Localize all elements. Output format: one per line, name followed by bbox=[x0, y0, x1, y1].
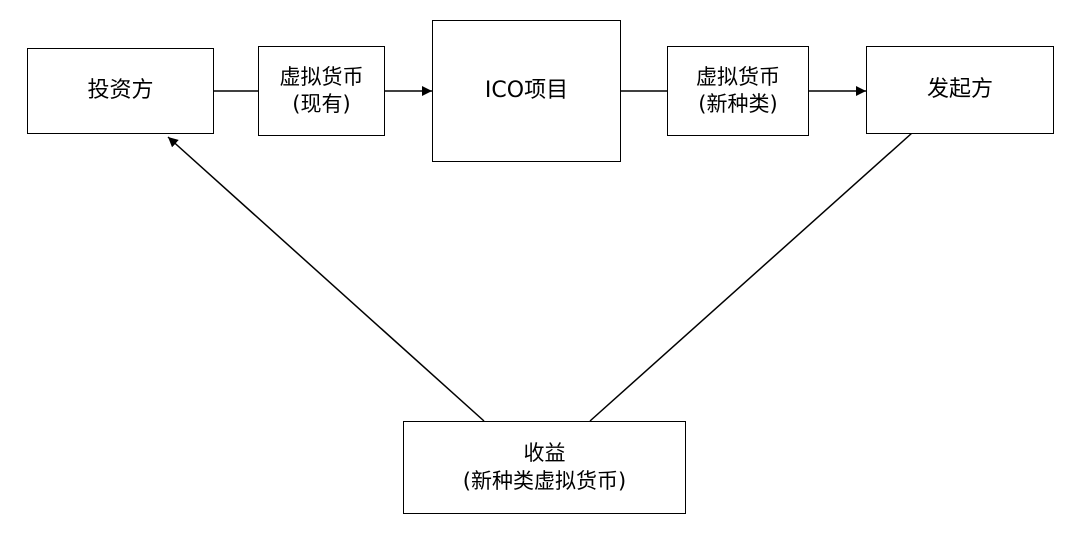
currency-existing-node: 虚拟货币 (现有) bbox=[258, 46, 385, 136]
currency-new-node: 虚拟货币 (新种类) bbox=[667, 46, 809, 136]
issuer-node: 发起方 bbox=[866, 46, 1054, 134]
arrow-returns-to-investor bbox=[167, 136, 485, 422]
currency-existing-label: 虚拟货币 bbox=[279, 64, 364, 89]
currency-new-label: 虚拟货币 bbox=[696, 64, 780, 89]
investor-node: 投资方 bbox=[27, 48, 214, 134]
investor-label: 投资方 bbox=[87, 77, 154, 103]
returns-node: 收益 (新种类虚拟货币) bbox=[403, 421, 686, 514]
issuer-label: 发起方 bbox=[926, 76, 993, 102]
currency-new-sublabel: (新种类) bbox=[698, 92, 778, 116]
ico-project-node: ICO项目 bbox=[432, 20, 621, 162]
returns-sublabel: (新种类虚拟货币) bbox=[462, 468, 627, 493]
currency-existing-sublabel: (现有) bbox=[292, 92, 351, 116]
connector-issuer-to-returns bbox=[589, 132, 913, 422]
returns-label: 收益 bbox=[523, 441, 566, 466]
ico-project-label: ICO项目 bbox=[484, 77, 569, 103]
